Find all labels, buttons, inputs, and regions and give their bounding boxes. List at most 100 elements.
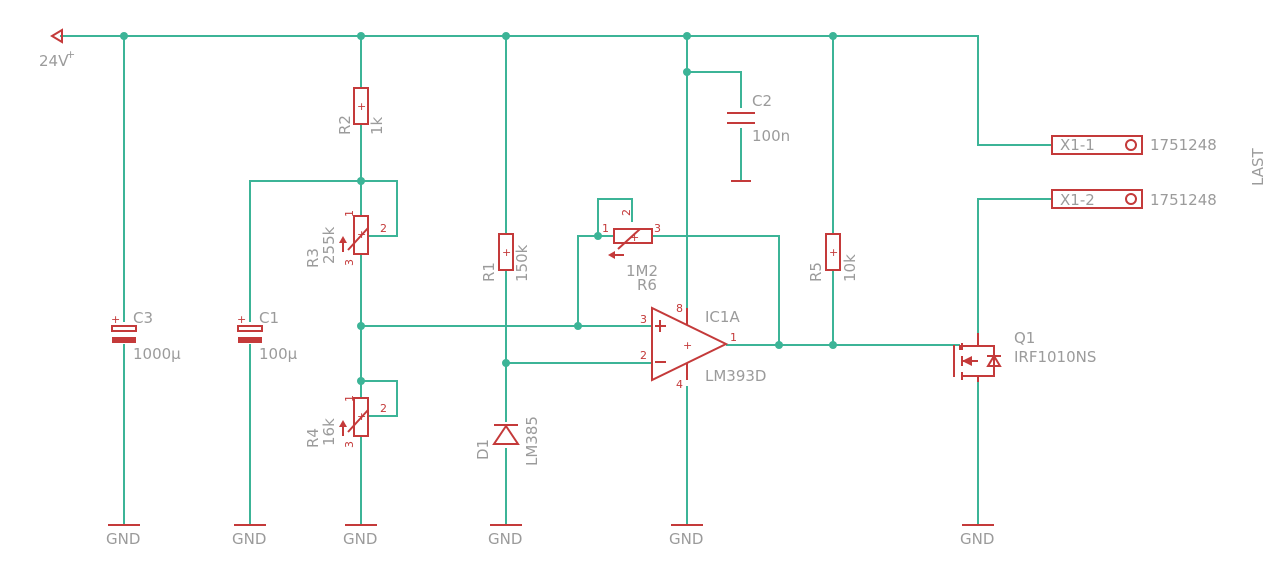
svg-text:1: 1 [343,210,356,217]
junction-dot [357,177,365,185]
r1-value: 150k [513,244,531,282]
q1-name: Q1 [1014,329,1035,347]
junction-dot [829,32,837,40]
trimmer-r6: + 1 2 3 1M2 R6 [602,209,661,294]
svg-text:GND: GND [106,530,140,548]
svg-text:4: 4 [676,378,683,391]
q1-value: IRF1010NS [1014,348,1096,366]
supply-arrow-icon [50,28,63,44]
svg-text:+: + [237,313,246,326]
gnd-c1: GND [232,524,266,548]
capacitor-c3: + C3 1000µ [111,309,181,363]
ground-symbols: GND GND GND GND GND GND [106,524,994,548]
mosfet-q1: Q1 IRF1010NS [953,329,1096,382]
svg-text:GND: GND [960,530,994,548]
wire-q1-drain [977,198,1052,333]
zener-d1: D1 LM385 [474,416,541,466]
r4-name: R4 [304,428,322,448]
supply-rail [60,35,1052,146]
svg-text:8: 8 [676,302,683,315]
capacitor-c2: C2 100n [727,92,790,182]
svg-text:+: + [630,231,639,244]
wire-r4-wiper [361,380,398,417]
trimmer-r4: + 1 2 3 R4 16k [304,395,387,448]
c3-name: C3 [133,309,153,327]
wire-r3-wiper [361,180,398,237]
svg-text:2: 2 [640,349,647,362]
resistor-r2: + R2 1k [336,87,386,135]
c1-value: 100µ [259,345,298,363]
resistor-r5: + R5 10k [807,233,859,282]
gnd-c3: GND [106,524,140,548]
svg-text:+: + [111,313,120,326]
svg-text:3: 3 [654,222,661,235]
r3-value: 255k [320,226,338,264]
wire-r6-left [577,235,614,326]
x1-1-name: X1-1 [1060,136,1095,154]
junction-dot [357,322,365,330]
supply-symbol: 24V + [39,28,75,70]
r1-name: R1 [480,262,498,282]
r2-name: R2 [336,115,354,135]
junction-dot [829,341,837,349]
svg-text:2: 2 [620,209,633,216]
junction-dot [594,232,602,240]
r2-value: 1k [368,116,386,135]
svg-text:+: + [683,339,692,352]
junction-dot [683,32,691,40]
wire-c2-top [687,71,742,108]
svg-text:+: + [829,246,838,259]
r6-name: R6 [637,276,657,294]
svg-text:+: + [357,228,366,241]
r6-value: 1M2 [626,262,658,280]
svg-text:1: 1 [343,395,356,402]
svg-text:GND: GND [232,530,266,548]
svg-text:3: 3 [343,259,356,266]
wire-c1-top [249,180,361,322]
svg-text:3: 3 [343,441,356,448]
gnd-ic: GND [669,524,703,548]
x1-2-name: X1-2 [1060,191,1095,209]
d1-name: D1 [474,439,492,460]
svg-text:GND: GND [488,530,522,548]
ic1a-name: IC1A [705,308,740,326]
d1-value: LM385 [523,416,541,466]
connector-x1-1: X1-1 1751248 [1051,135,1217,155]
wire-r6-wiper [597,198,633,236]
c2-name: C2 [752,92,772,110]
resistor-r1: + R1 150k [480,233,531,282]
connector-x1-2: X1-2 1751248 [1051,189,1217,209]
gnd-d1: GND [488,524,522,548]
c3-value: 1000µ [133,345,181,363]
svg-text:1: 1 [602,222,609,235]
wires [60,35,1052,525]
svg-text:3: 3 [640,313,647,326]
svg-text:+: + [502,246,511,259]
junction-dot [357,32,365,40]
r4-value: 16k [320,418,338,446]
x1-1-value: 1751248 [1150,136,1217,154]
r5-value: 10k [841,254,859,282]
svg-text:+: + [357,100,366,113]
r3-name: R3 [304,248,322,268]
junction-dot [775,341,783,349]
svg-text:GND: GND [343,530,377,548]
x1-2-value: 1751248 [1150,191,1217,209]
junction-dot [357,377,365,385]
gnd-q1: GND [960,524,994,548]
trimmer-r3: + 1 2 3 R3 255k [304,210,387,268]
ic1a-value: LM393D [705,367,766,385]
svg-text:2: 2 [380,222,387,235]
svg-text:+: + [357,410,366,423]
junction-dot [683,68,691,76]
junction-dot [120,32,128,40]
junction-dot [574,322,582,330]
supply-label: 24V [39,52,69,70]
junction-dot [502,359,510,367]
junctions [120,32,837,385]
r5-name: R5 [807,262,825,282]
opamp-ic1a: + 3 2 1 8 4 IC1A LM393D [640,302,766,391]
capacitor-c1: + C1 100µ [237,309,298,363]
